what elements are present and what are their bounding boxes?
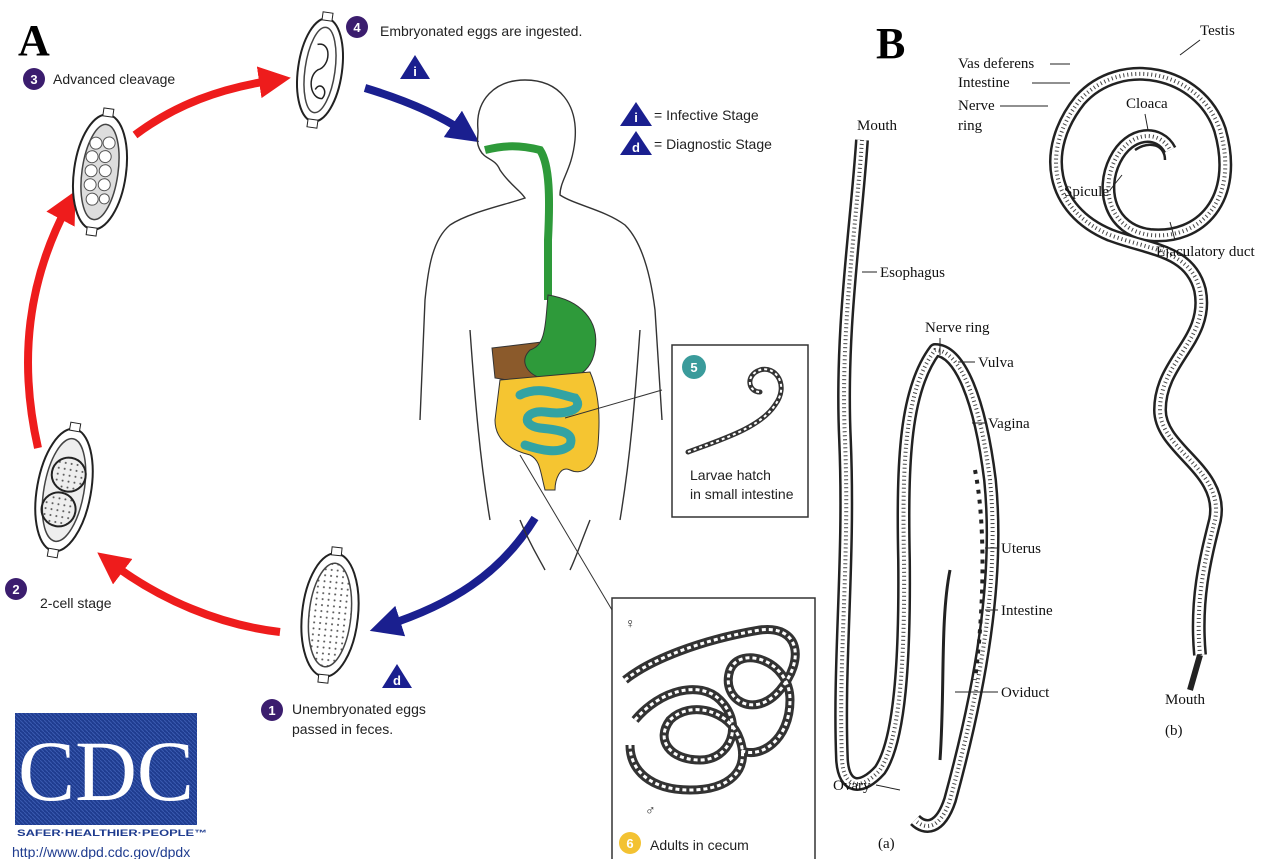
stage-legend: i = Infective Stage d = Diagnostic Stage [620, 102, 772, 155]
svg-text:d: d [393, 673, 401, 688]
male-labels: Testis Vas deferens Intestine Nerve ring… [958, 23, 1256, 739]
svg-text:Mouth: Mouth [1165, 692, 1206, 708]
stomach [525, 295, 596, 381]
larvae-box: 5 Larvae hatch in small intestine [672, 345, 808, 517]
svg-text:in small intestine: in small intestine [690, 486, 794, 502]
red-cycle-arrows [28, 80, 280, 632]
svg-text:SAFER·HEALTHIER·PEOPLE™: SAFER·HEALTHIER·PEOPLE™ [17, 828, 207, 838]
svg-text:d: d [632, 140, 640, 155]
svg-text:3: 3 [30, 72, 37, 87]
svg-text:(b): (b) [1165, 723, 1183, 739]
svg-text:6: 6 [626, 836, 633, 851]
svg-text:Spicule: Spicule [1064, 184, 1109, 200]
esophagus [485, 146, 549, 300]
svg-text:Ejaculatory duct: Ejaculatory duct [1156, 244, 1256, 260]
svg-text:Mouth: Mouth [857, 118, 898, 134]
cdc-logo: CDC SAFER·HEALTHIER·PEOPLE™ [15, 713, 207, 838]
svg-text:Cloaca: Cloaca [1126, 96, 1168, 112]
svg-text:5: 5 [690, 360, 697, 375]
svg-text:Vas deferens: Vas deferens [958, 56, 1034, 72]
panel-a-letter: A [18, 16, 50, 65]
svg-text:4: 4 [353, 20, 361, 35]
svg-text:♀: ♀ [625, 615, 636, 631]
stage-4-label: 4 Embryonated eggs are ingested. [346, 16, 582, 39]
svg-text:Oviduct: Oviduct [1001, 685, 1050, 701]
stage-3-label: 3 Advanced cleavage [23, 68, 175, 90]
svg-text:ring: ring [958, 118, 983, 134]
infective-stage-marker: i [400, 55, 430, 79]
arrow-3-to-4 [135, 80, 275, 135]
digestive-system [485, 146, 599, 490]
arrow-2-to-3 [28, 205, 68, 448]
female-labels: Mouth Esophagus Nerve ring Vulva Vagina … [833, 118, 1053, 852]
svg-text:2: 2 [12, 582, 19, 597]
svg-text:= Infective Stage: = Infective Stage [654, 107, 759, 123]
svg-text:Intestine: Intestine [958, 75, 1010, 91]
svg-text:♂: ♂ [645, 802, 656, 818]
svg-text:Unembryonated eggs: Unembryonated eggs [292, 701, 426, 717]
svg-text:Larvae hatch: Larvae hatch [690, 467, 771, 483]
egg-stage-3 [65, 105, 134, 239]
svg-text:Embryonated eggs are ingested.: Embryonated eggs are ingested. [380, 23, 582, 39]
svg-text:i: i [634, 110, 638, 125]
svg-text:Intestine: Intestine [1001, 603, 1053, 619]
male-worm [1056, 74, 1225, 690]
svg-text:Advanced cleavage: Advanced cleavage [53, 71, 175, 87]
arrow-1-to-2 [110, 562, 280, 632]
arrow-excrete [385, 518, 535, 626]
adults-box: ♀ ♂ 6 Adults in cecum [612, 598, 815, 859]
svg-text:Nerve ring: Nerve ring [925, 320, 990, 336]
svg-text:Uterus: Uterus [1001, 541, 1041, 557]
svg-text:Adults in cecum: Adults in cecum [650, 837, 749, 853]
svg-text:= Diagnostic Stage: = Diagnostic Stage [654, 136, 772, 152]
egg-stage-4 [290, 10, 350, 131]
cdc-url: http://www.dpd.cdc.gov/dpdx [12, 844, 190, 859]
panel-b-letter: B [876, 19, 905, 68]
svg-text:(a): (a) [878, 836, 895, 852]
stage-1-label: 1 Unembryonated eggs passed in feces. [261, 699, 426, 737]
arrow-ingest [365, 88, 466, 133]
diagnostic-stage-marker: d [382, 664, 412, 688]
svg-text:Esophagus: Esophagus [880, 265, 945, 281]
svg-text:1: 1 [268, 703, 275, 718]
stage-2-label: 2 2-cell stage [5, 578, 112, 611]
svg-text:2-cell stage: 2-cell stage [40, 595, 112, 611]
svg-text:Testis: Testis [1200, 23, 1235, 39]
svg-text:Ovary: Ovary [833, 778, 871, 794]
svg-text:i: i [413, 64, 417, 79]
svg-text:Vagina: Vagina [988, 416, 1030, 432]
svg-text:Nerve: Nerve [958, 98, 995, 114]
pointer-to-adults [520, 455, 615, 615]
svg-text:CDC: CDC [18, 723, 194, 819]
egg-stage-1 [295, 544, 365, 685]
female-worm [841, 140, 992, 826]
svg-text:Vulva: Vulva [978, 355, 1014, 371]
svg-text:passed in feces.: passed in feces. [292, 721, 393, 737]
